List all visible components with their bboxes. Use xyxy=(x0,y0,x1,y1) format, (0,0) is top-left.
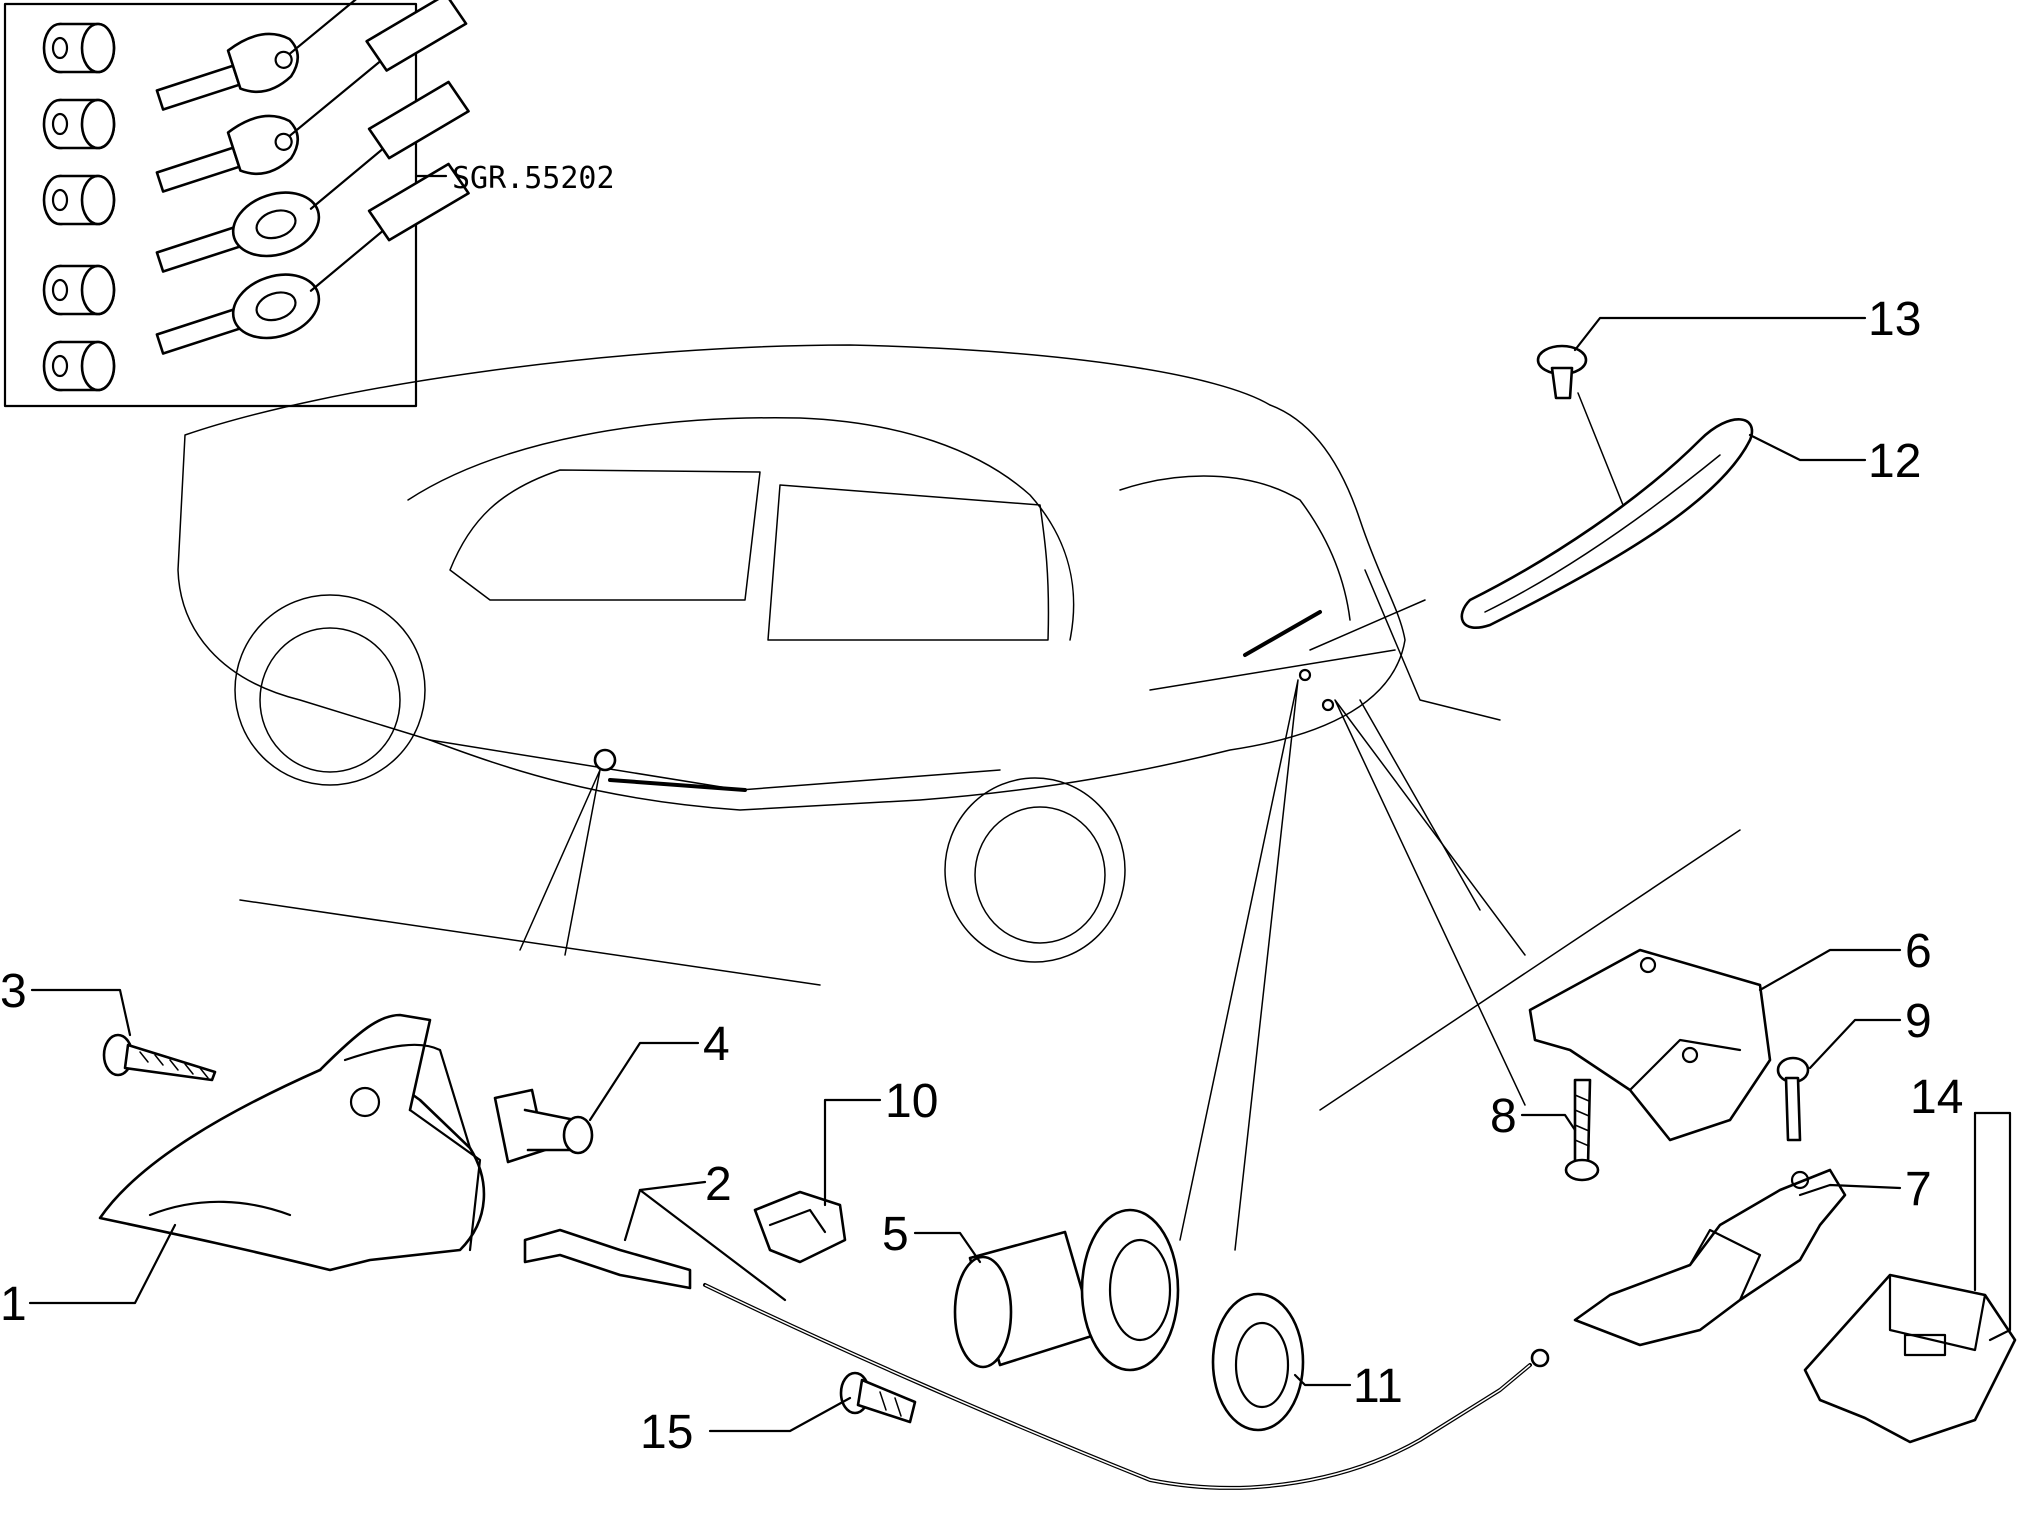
part-1-fuel-door-housing xyxy=(98,1013,486,1272)
keys-with-tags xyxy=(155,0,470,355)
callout-13: 13 xyxy=(1868,293,1921,346)
callout-6: 6 xyxy=(1905,925,1932,978)
callout-4: 4 xyxy=(703,1018,730,1071)
part-8-screw xyxy=(1564,1078,1600,1182)
rear-wheel xyxy=(944,777,1126,963)
part-13-plug xyxy=(1536,344,1588,400)
part-2-release-cable xyxy=(523,1228,1550,1490)
part-5-lock-cylinder xyxy=(953,1208,1180,1372)
callouts: 1 2 3 4 5 6 7 8 9 10 11 12 13 14 15 xyxy=(0,293,2012,1459)
callout-1: 1 xyxy=(0,1278,27,1331)
callout-8: 8 xyxy=(1490,1090,1517,1143)
fuel-door-spot xyxy=(593,748,617,772)
part-12-tailgate-handle xyxy=(1460,418,1754,629)
callout-3: 3 xyxy=(0,965,27,1018)
callout-2: 2 xyxy=(705,1158,732,1211)
car-leaders xyxy=(519,392,1626,1251)
callout-9: 9 xyxy=(1905,995,1932,1048)
part-7-latch-plate xyxy=(1573,1168,1847,1347)
part-15-bolt xyxy=(839,1371,917,1424)
tailgate-handle-slot xyxy=(1243,610,1322,657)
part-11-seal-ring xyxy=(1211,1292,1305,1432)
lock-kit-inset: SGR.55202 xyxy=(3,0,615,408)
car-outline xyxy=(177,344,1741,1111)
callout-15: 15 xyxy=(640,1406,693,1459)
callout-12: 12 xyxy=(1868,435,1921,488)
front-wheel xyxy=(234,594,426,786)
part-10-clip xyxy=(753,1190,847,1264)
part-14-striker-housing xyxy=(1803,1273,2017,1444)
kit-reference-label: SGR.55202 xyxy=(452,161,615,196)
lock-cylinders xyxy=(42,22,116,392)
part-6-latch-bracket xyxy=(1528,948,1772,1142)
part-4-grommet xyxy=(493,1088,594,1164)
callout-11: 11 xyxy=(1353,1360,1403,1413)
callout-5: 5 xyxy=(882,1208,909,1261)
callout-7: 7 xyxy=(1905,1163,1932,1216)
callout-14: 14 xyxy=(1910,1071,1963,1124)
part-3-screw xyxy=(102,1033,217,1082)
callout-10: 10 xyxy=(885,1075,938,1128)
part-9-screw xyxy=(1776,1056,1810,1142)
